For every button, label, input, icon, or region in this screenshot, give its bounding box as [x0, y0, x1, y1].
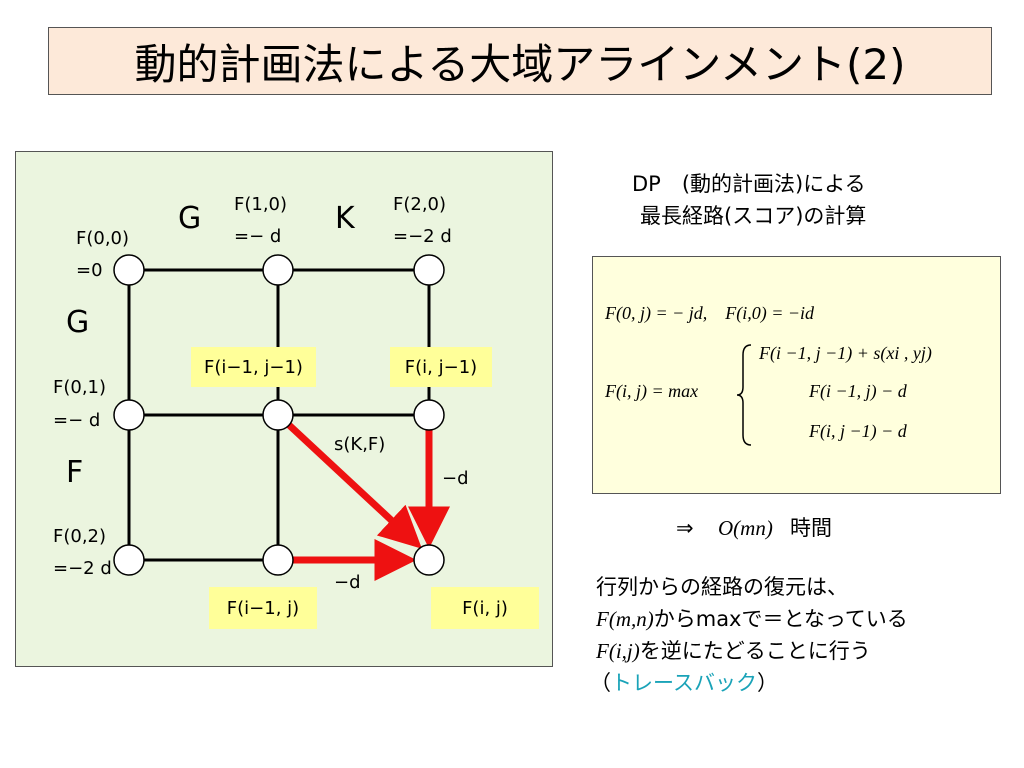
complexity-arrow: ⇒	[676, 516, 694, 540]
col-letter-2: K	[335, 201, 355, 236]
highlight-bottom-left: F(i−1, j)	[209, 587, 317, 629]
formula-brace	[736, 344, 752, 446]
node-1-1	[262, 399, 294, 431]
dp-grid-svg	[113, 254, 450, 581]
node-0-2	[113, 544, 145, 576]
dp-caption-line2: 最長経路(スコア)の計算	[640, 204, 867, 228]
cell-f20-label: F(2,0)	[393, 194, 447, 215]
traceback-line2-expr: F(m,n)	[596, 607, 654, 631]
formula-case-gap-y: F(i, j −1) − d	[809, 421, 907, 441]
page-title-text: 動的計画法による大域アラインメント(2)	[134, 39, 906, 89]
cell-f01-value: =− d	[53, 410, 101, 431]
node-2-0	[413, 254, 445, 286]
row-letter-2: F	[66, 455, 84, 490]
cell-f00-label: F(0,0)	[76, 228, 130, 249]
recurrence-formula-box: F(0, j) = − jd, F(i,0) = −id F(i, j) = m…	[592, 256, 1001, 494]
diagonal-arrow	[286, 422, 422, 549]
traceback-line3: F(i,j)を逆にたどることに行う	[596, 637, 871, 665]
traceback-line2: F(m,n)からmaxで＝となっている	[596, 605, 908, 633]
diagonal-score-label: s(K,F)	[334, 434, 386, 455]
grid-nodes	[113, 254, 445, 576]
cell-f10-value: =− d	[234, 226, 282, 247]
row-letter-1: G	[66, 305, 90, 340]
highlight-top-left: F(i−1, j−1)	[191, 347, 316, 387]
node-1-2	[262, 544, 294, 576]
page-title: 動的計画法による大域アラインメント(2)	[48, 27, 992, 95]
cell-f01-label: F(0,1)	[53, 377, 107, 398]
traceback-close-paren: ）	[756, 671, 778, 695]
formula-case-match: F(i −1, j −1) + s(xi , yj)	[759, 343, 932, 363]
traceback-open-paren: （	[590, 671, 611, 695]
complexity-suffix: 時間	[790, 516, 832, 540]
traceback-term: トレースバック	[611, 671, 757, 695]
complexity-order: O(mn)	[718, 516, 773, 540]
node-1-0	[262, 254, 294, 286]
traceback-line2-rest: からmaxで＝となっている	[653, 607, 908, 631]
highlight-bottom-right: F(i, j)	[431, 587, 539, 629]
formula-case-gap-x: F(i −1, j) − d	[809, 381, 907, 401]
cell-f10-label: F(1,0)	[234, 194, 288, 215]
cell-f02-value: =−2 d	[53, 558, 112, 579]
cell-f02-label: F(0,2)	[53, 526, 107, 547]
node-0-0	[113, 254, 145, 286]
dp-caption-line1: DP (動的計画法)による	[632, 172, 866, 196]
node-2-2	[413, 544, 445, 576]
traceback-line1: 行列からの経路の復元は、	[596, 575, 848, 599]
traceback-line3-rest: を逆にたどることに行う	[639, 639, 871, 663]
gap-label-horizontal: −d	[334, 572, 361, 593]
formula-boundary: F(0, j) = − jd, F(i,0) = −id	[605, 303, 815, 323]
traceback-line3-expr: F(i,j)	[596, 639, 640, 663]
gap-label-vertical: −d	[442, 468, 469, 489]
highlight-top-right: F(i, j−1)	[390, 347, 492, 387]
node-0-1	[113, 399, 145, 431]
dp-grid-panel: G K G F F(0,0) =0 F(1,0) =− d F(2,0) =−2…	[15, 151, 553, 667]
traceback-line4: （トレースバック）	[590, 669, 778, 697]
cell-f00-value: =0	[76, 260, 103, 281]
col-letter-1: G	[178, 201, 202, 236]
cell-f20-value: =−2 d	[393, 226, 452, 247]
formula-lhs: F(i, j) = max	[605, 381, 699, 401]
node-2-1	[413, 399, 445, 431]
